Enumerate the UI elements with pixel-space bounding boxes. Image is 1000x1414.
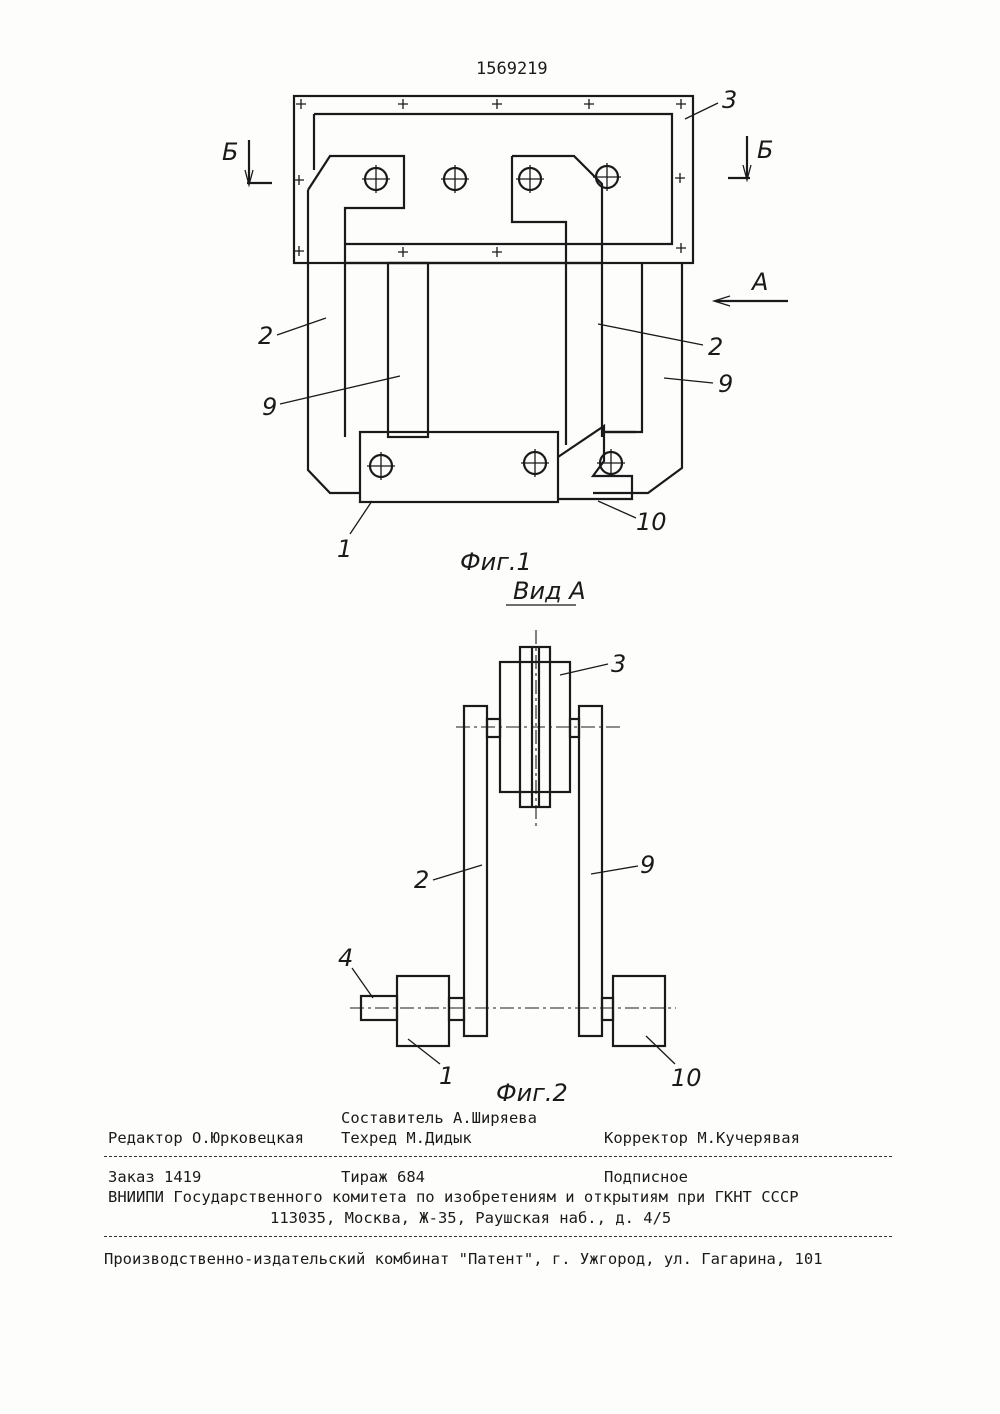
part-3-frame [294, 96, 693, 263]
view-arrow-label: А [750, 268, 768, 296]
section-mark-right: Б [757, 136, 773, 164]
fig2-label-9: 9 [640, 851, 655, 879]
divider-bottom [104, 1236, 892, 1237]
fig2-label-2: 2 [414, 866, 429, 894]
fig2-view-title: Вид А [513, 577, 586, 605]
patent-number: 1569219 [476, 59, 548, 79]
fig1-label-9-left: 9 [262, 393, 277, 421]
part-9-left [388, 263, 428, 437]
part-1-plate [360, 432, 558, 502]
proofreader-line: Корректор М.Кучерявая [604, 1131, 800, 1147]
fig2-label-1: 1 [439, 1062, 454, 1090]
fig2-label-10: 10 [671, 1064, 702, 1092]
part-2-left [308, 156, 404, 437]
compiler-line: Составитель А.Ширяева [341, 1111, 537, 1127]
fig2-label-3: 3 [611, 650, 626, 678]
fig2-drawing: Вид А 3 2 9 4 1 10 Ф [338, 577, 702, 1107]
fig2-label-4: 4 [338, 944, 353, 972]
fig2-caption: Фиг.2 [496, 1079, 568, 1107]
part-9-link [579, 706, 602, 1036]
fastener-marks [294, 99, 686, 257]
fig1-label-10: 10 [636, 508, 667, 536]
org-line: ВНИИПИ Государственного комитета по изоб… [108, 1190, 799, 1206]
publisher-line: Производственно-издательский комбинат "П… [104, 1252, 823, 1268]
part-2-hanger [464, 706, 487, 1036]
section-mark-left: Б [222, 138, 238, 166]
editor-line: Редактор О.Юрковецкая [108, 1131, 304, 1147]
fig1-label-2-left: 2 [258, 322, 273, 350]
fig1-label-1: 1 [337, 535, 352, 563]
fig1-label-2-right: 2 [708, 333, 723, 361]
order-line: Заказ 1419 [108, 1170, 201, 1186]
divider-top [104, 1156, 892, 1157]
fig1-label-9-right: 9 [718, 370, 733, 398]
fig1-caption: Фиг.1 [460, 548, 532, 576]
part-2-right [512, 156, 602, 437]
part-10-roller [613, 976, 665, 1046]
part-1-roller [397, 976, 449, 1046]
subscription-line: Подписное [604, 1170, 688, 1186]
address-line: 113035, Москва, Ж-35, Раушская наб., д. … [270, 1211, 671, 1227]
part-9-right [602, 263, 642, 432]
circulation-line: Тираж 684 [341, 1170, 425, 1186]
tech-editor-line: Техред М.Дидык [341, 1131, 472, 1147]
fig1-label-3: 3 [722, 86, 737, 114]
fig1-drawing: Б Б А 3 2 2 9 9 1 10 Фиг.1 [222, 86, 788, 576]
